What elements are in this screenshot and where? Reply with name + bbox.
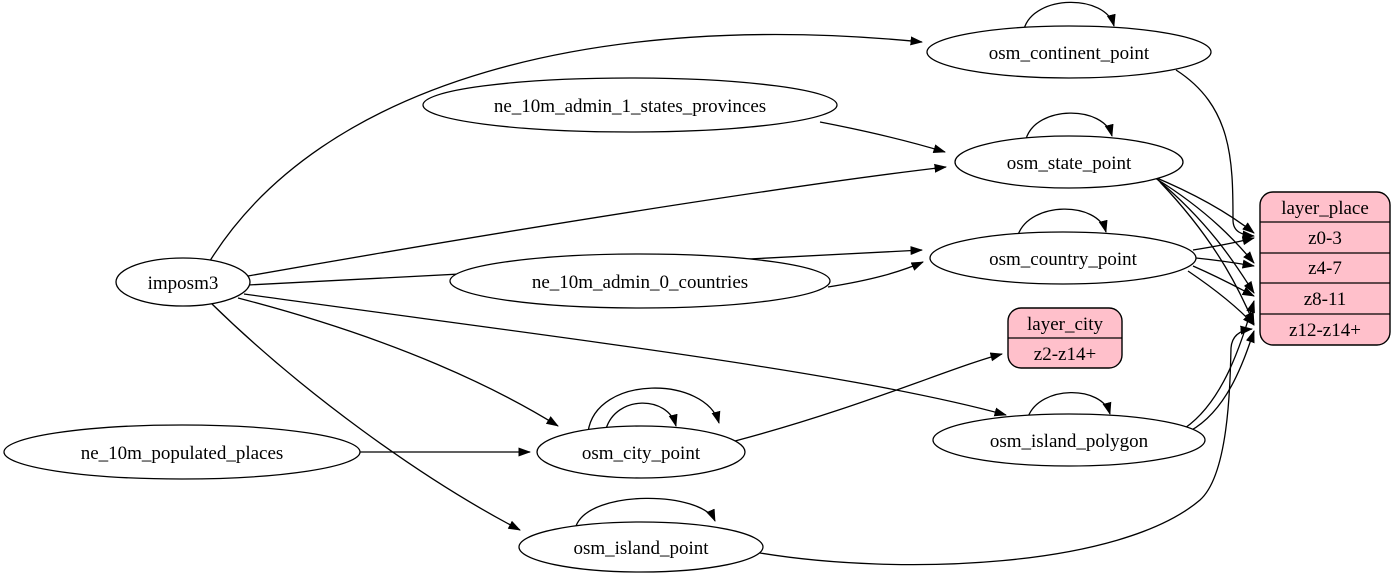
record-layer-city: layer_city z2-z14+ — [1007, 307, 1123, 369]
edge-osm-continent-point-to-layer-place-z0-3 — [1175, 69, 1255, 240]
self-loop-osm-island-point — [575, 497, 716, 527]
edge-osm-island-polygon-to-layer-place-z8-11 — [1184, 300, 1255, 429]
node-osm-island-polygon-label: osm_island_polygon — [990, 431, 1149, 452]
edge-osm-island-point-to-layer-place-z12-z14 — [759, 325, 1253, 566]
edge-imposm3-to-osm-state-point — [247, 163, 947, 277]
edge-osm-country-point-to-layer-place-z4-7 — [1195, 257, 1255, 269]
edge-osm-island-polygon-to-layer-place-z12-z14 — [1189, 330, 1255, 432]
node-osm-continent-point: osm_continent_point — [926, 25, 1212, 79]
node-ne-10m-populated-places: ne_10m_populated_places — [3, 424, 361, 480]
node-ne-10m-admin-1-states-provinces-label: ne_10m_admin_1_states_provinces — [494, 96, 766, 117]
self-loop-osm-island-polygon — [1027, 391, 1112, 418]
node-osm-island-polygon-shape — [932, 413, 1206, 467]
record-layer-place-shape — [1259, 191, 1391, 346]
edge-imposm3-to-osm-island-point — [211, 303, 521, 531]
edge-osm-country-point-to-layer-place-z8-11 — [1192, 265, 1255, 297]
record-layer-place-row-z8-11: z8-11 — [1304, 289, 1347, 310]
node-osm-country-point-label: osm_country_point — [989, 249, 1137, 270]
self-loop-osm-city-point-outer — [587, 387, 721, 433]
node-osm-state-point-label: osm_state_point — [1007, 153, 1132, 174]
edge-imposm3-to-osm-continent-point — [207, 33, 923, 265]
record-layer-place-row-z0-3: z0-3 — [1308, 228, 1342, 249]
node-osm-city-point-shape — [536, 425, 746, 479]
edge-imposm3-to-osm-island-polygon — [243, 293, 1007, 417]
node-osm-country-point: osm_country_point — [929, 231, 1197, 285]
node-osm-continent-point-label: osm_continent_point — [989, 43, 1150, 64]
edge-osm-city-point-to-layer-city-z2 — [734, 352, 1003, 442]
node-osm-island-point: osm_island_point — [518, 521, 764, 573]
record-layer-place: layer_place z0-3 z4-7 z8-11 z12-z14+ — [1259, 191, 1391, 346]
node-osm-continent-point-shape — [926, 25, 1212, 79]
self-loop-osm-city-point-inner — [605, 402, 678, 430]
node-osm-city-point-label: osm_city_point — [582, 443, 701, 464]
edge-ne-states-provinces-to-osm-state-point — [819, 121, 946, 153]
record-layer-place-row-z4-7: z4-7 — [1308, 258, 1342, 279]
edge-osm-state-point-to-layer-place-z4-7 — [1154, 177, 1255, 264]
node-ne-10m-admin-1-states-provinces-shape — [422, 77, 838, 133]
self-loop-osm-state-point — [1025, 112, 1114, 140]
node-ne-10m-populated-places-label: ne_10m_populated_places — [81, 443, 284, 464]
record-layer-place-title: layer_place — [1281, 198, 1369, 219]
node-imposm3-label: imposm3 — [148, 273, 219, 294]
record-layer-place-row-z12-z14: z12-z14+ — [1289, 320, 1361, 341]
node-ne-10m-admin-0-countries-label: ne_10m_admin_0_countries — [532, 272, 748, 293]
node-ne-10m-admin-0-countries-shape — [449, 253, 831, 309]
node-imposm3-shape — [115, 257, 251, 307]
self-loop-osm-continent-point — [1023, 1, 1116, 30]
node-osm-island-polygon: osm_island_polygon — [932, 413, 1206, 467]
node-ne-10m-admin-1-states-provinces: ne_10m_admin_1_states_provinces — [422, 77, 838, 133]
node-ne-10m-admin-0-countries: ne_10m_admin_0_countries — [449, 253, 831, 309]
edges-group — [207, 1, 1255, 566]
node-osm-island-point-shape — [518, 521, 764, 573]
edge-osm-country-point-to-layer-place-z12-z14 — [1187, 270, 1255, 326]
edge-imposm3-to-osm-city-point — [237, 297, 559, 427]
edge-ne-countries-to-osm-country-point — [827, 261, 924, 288]
node-osm-country-point-shape — [929, 231, 1197, 285]
node-imposm3: imposm3 — [115, 257, 251, 307]
record-layer-city-title: layer_city — [1027, 314, 1103, 335]
node-ne-10m-populated-places-shape — [3, 424, 361, 480]
edge-osm-state-point-to-layer-place-z8-11 — [1157, 179, 1255, 294]
record-layer-city-row-z2-z14: z2-z14+ — [1034, 344, 1096, 365]
edge-osm-country-point-to-layer-place-z0-3 — [1192, 236, 1255, 251]
node-osm-state-point: osm_state_point — [954, 135, 1184, 189]
self-loop-osm-country-point — [1017, 208, 1108, 236]
node-osm-city-point: osm_city_point — [536, 425, 746, 479]
node-osm-state-point-shape — [954, 135, 1184, 189]
edge-osm-state-point-to-layer-place-z0-3 — [1151, 175, 1255, 234]
node-osm-island-point-label: osm_island_point — [573, 538, 709, 559]
